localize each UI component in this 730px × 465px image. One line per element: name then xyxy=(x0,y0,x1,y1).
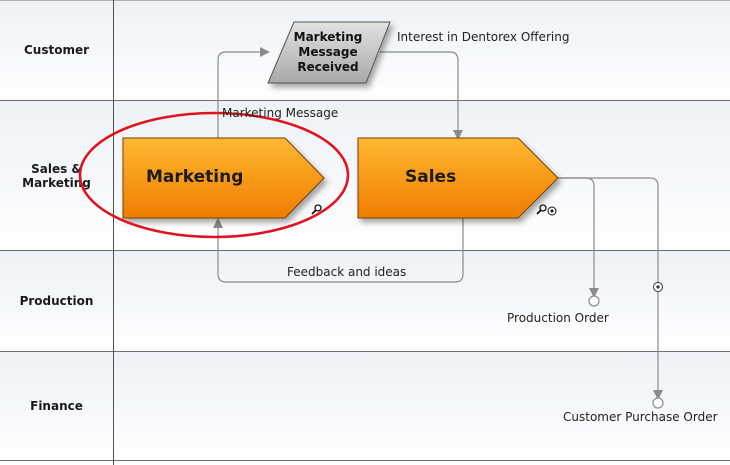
lane-header-divider xyxy=(113,0,114,465)
label-interest: Interest in Dentorex Offering xyxy=(397,30,570,44)
process-marketing[interactable] xyxy=(122,137,325,219)
lane-label-production: Production xyxy=(19,294,94,308)
marketing-zoom-icon[interactable] xyxy=(311,204,322,215)
process-sales-label: Sales xyxy=(405,167,457,187)
label-feedback: Feedback and ideas xyxy=(287,265,407,279)
process-sales[interactable] xyxy=(357,137,559,219)
connector-customer-purchase-order xyxy=(558,177,663,400)
connector-marketing-message xyxy=(217,47,270,138)
connector-feedback xyxy=(213,218,464,283)
lane-production xyxy=(0,251,730,352)
connector-production-order xyxy=(558,177,599,298)
connector-interest xyxy=(380,51,463,140)
document-marketing-message-received[interactable] xyxy=(267,21,391,84)
sales-data-icon[interactable] xyxy=(547,206,557,216)
connector-data-icon-dot xyxy=(656,285,660,289)
document-label: Marketing Message Received xyxy=(293,30,363,74)
lane-finance xyxy=(0,352,730,461)
sales-zoom-icon[interactable] xyxy=(536,204,547,215)
lane-label-sales-marketing: Sales & Marketing xyxy=(22,161,91,190)
label-marketing-message: Marketing Message xyxy=(222,106,339,120)
label-customer-purchase-order: Customer Purchase Order xyxy=(563,410,718,424)
lane-label-finance: Finance xyxy=(30,399,83,413)
production-order-endpoint[interactable] xyxy=(588,295,600,307)
top-border xyxy=(0,0,730,1)
highlight-ellipse xyxy=(78,111,350,239)
lane-label-customer: Customer xyxy=(23,43,90,57)
label-production-order: Production Order xyxy=(507,311,609,325)
customer-purchase-order-endpoint[interactable] xyxy=(652,397,664,409)
process-marketing-label: Marketing xyxy=(146,167,244,187)
